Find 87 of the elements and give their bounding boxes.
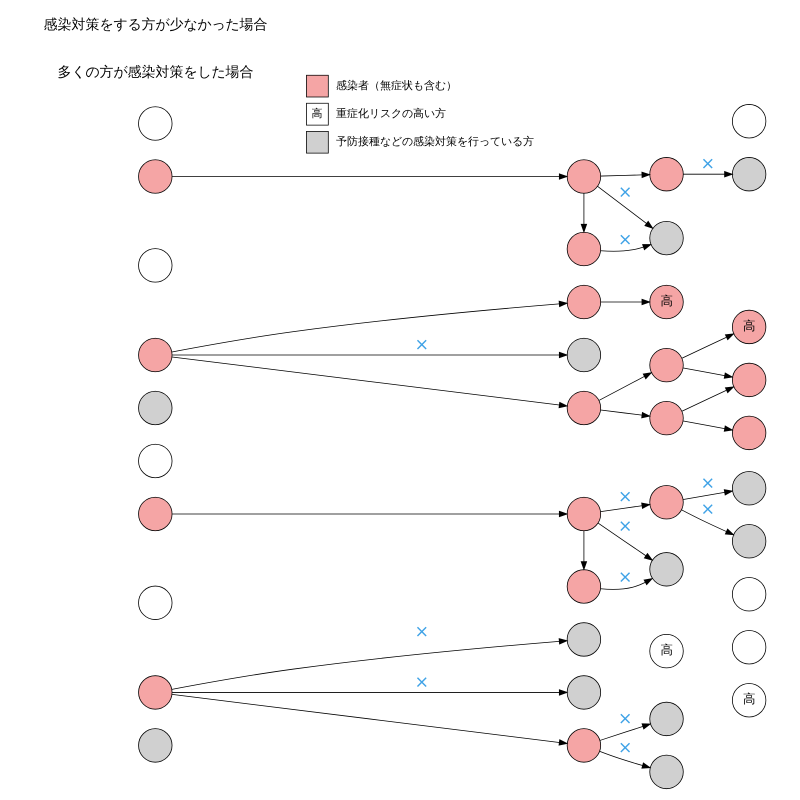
arrow [172,510,568,518]
arrow [599,751,652,769]
node-circle [566,728,602,763]
node-circle [566,284,602,320]
node-circle [732,471,766,506]
node-circle [138,675,172,710]
node-circle [649,552,684,586]
arrow [682,170,734,178]
edge-label: × [700,474,716,494]
node-circle [138,728,172,763]
node-circle [649,400,684,436]
node-circle: 高 [732,683,766,718]
arrow [682,333,735,358]
label: 多くの方が感染対策をした場合 [57,64,254,80]
edge-label: × [618,182,632,202]
arrow [597,186,654,229]
arrow [600,172,651,178]
node-circle [138,159,172,194]
node-circle [566,159,602,194]
arrow [598,372,652,401]
arrow [172,638,568,690]
node-circle [566,675,602,710]
arrow [682,489,734,500]
legend-label: 予防接種などの感染対策を行っている方 [336,135,534,148]
arrow [598,522,654,561]
node-circle [732,157,766,192]
node-circle [566,569,602,604]
node-circle [138,390,172,426]
edge-label: × [700,499,716,520]
label: 高 [312,107,323,120]
node-circle [649,348,684,382]
edge-label: × [618,709,632,730]
node-circle [138,106,172,141]
edge-label: × [618,738,632,758]
node-circle [649,220,684,256]
node-circle [732,362,766,398]
arrow [600,578,654,590]
node-circle [566,232,602,266]
node-circle [732,577,766,612]
node-circle [138,586,172,620]
edge-label: × [414,672,429,692]
node-circle [649,157,684,192]
node-circle [732,630,766,664]
edge-label: × [700,154,716,174]
edge-label: × [618,486,632,507]
arrow [600,410,651,418]
node-circle [138,444,172,478]
node-circle: 高 [649,284,684,320]
arrow [681,510,735,536]
arrow [682,420,734,432]
edge-label: × [618,230,632,250]
arrow [600,502,651,512]
legend-label: 重症化リスクの高い方 [336,107,446,120]
arrow [580,530,588,571]
node-circle [138,496,172,532]
arrow [172,689,568,696]
node-circle [566,622,602,657]
node-circle [732,104,766,138]
node-circle [566,496,602,532]
arrow [172,352,568,358]
arrow [172,356,568,408]
arrow [172,173,568,180]
arrow [172,694,568,746]
node-circle: 高 [649,634,684,668]
arrow [682,386,735,412]
node-circle [649,754,684,790]
arrow [600,244,652,252]
edge-label: × [414,622,429,642]
edge-label: × [618,516,632,537]
label: 感染対策をする方が少なかった場合 [43,16,268,33]
node-circle [138,338,172,372]
node-circle: 高 [732,310,766,344]
node-circle [138,248,172,283]
node-circle [649,702,684,736]
arrow [682,368,734,379]
arrow [172,300,568,352]
edge-label: × [414,335,429,356]
node-circle [732,524,766,558]
legend-label: 感染者（無症状も含む） [336,79,458,92]
node-circle [649,485,684,520]
node-circle [566,390,602,426]
arrow [580,193,588,234]
arrow [600,723,652,741]
node-circle [566,338,602,372]
edge-label: × [618,567,632,588]
node-circle [732,416,766,450]
arrow [600,298,651,306]
